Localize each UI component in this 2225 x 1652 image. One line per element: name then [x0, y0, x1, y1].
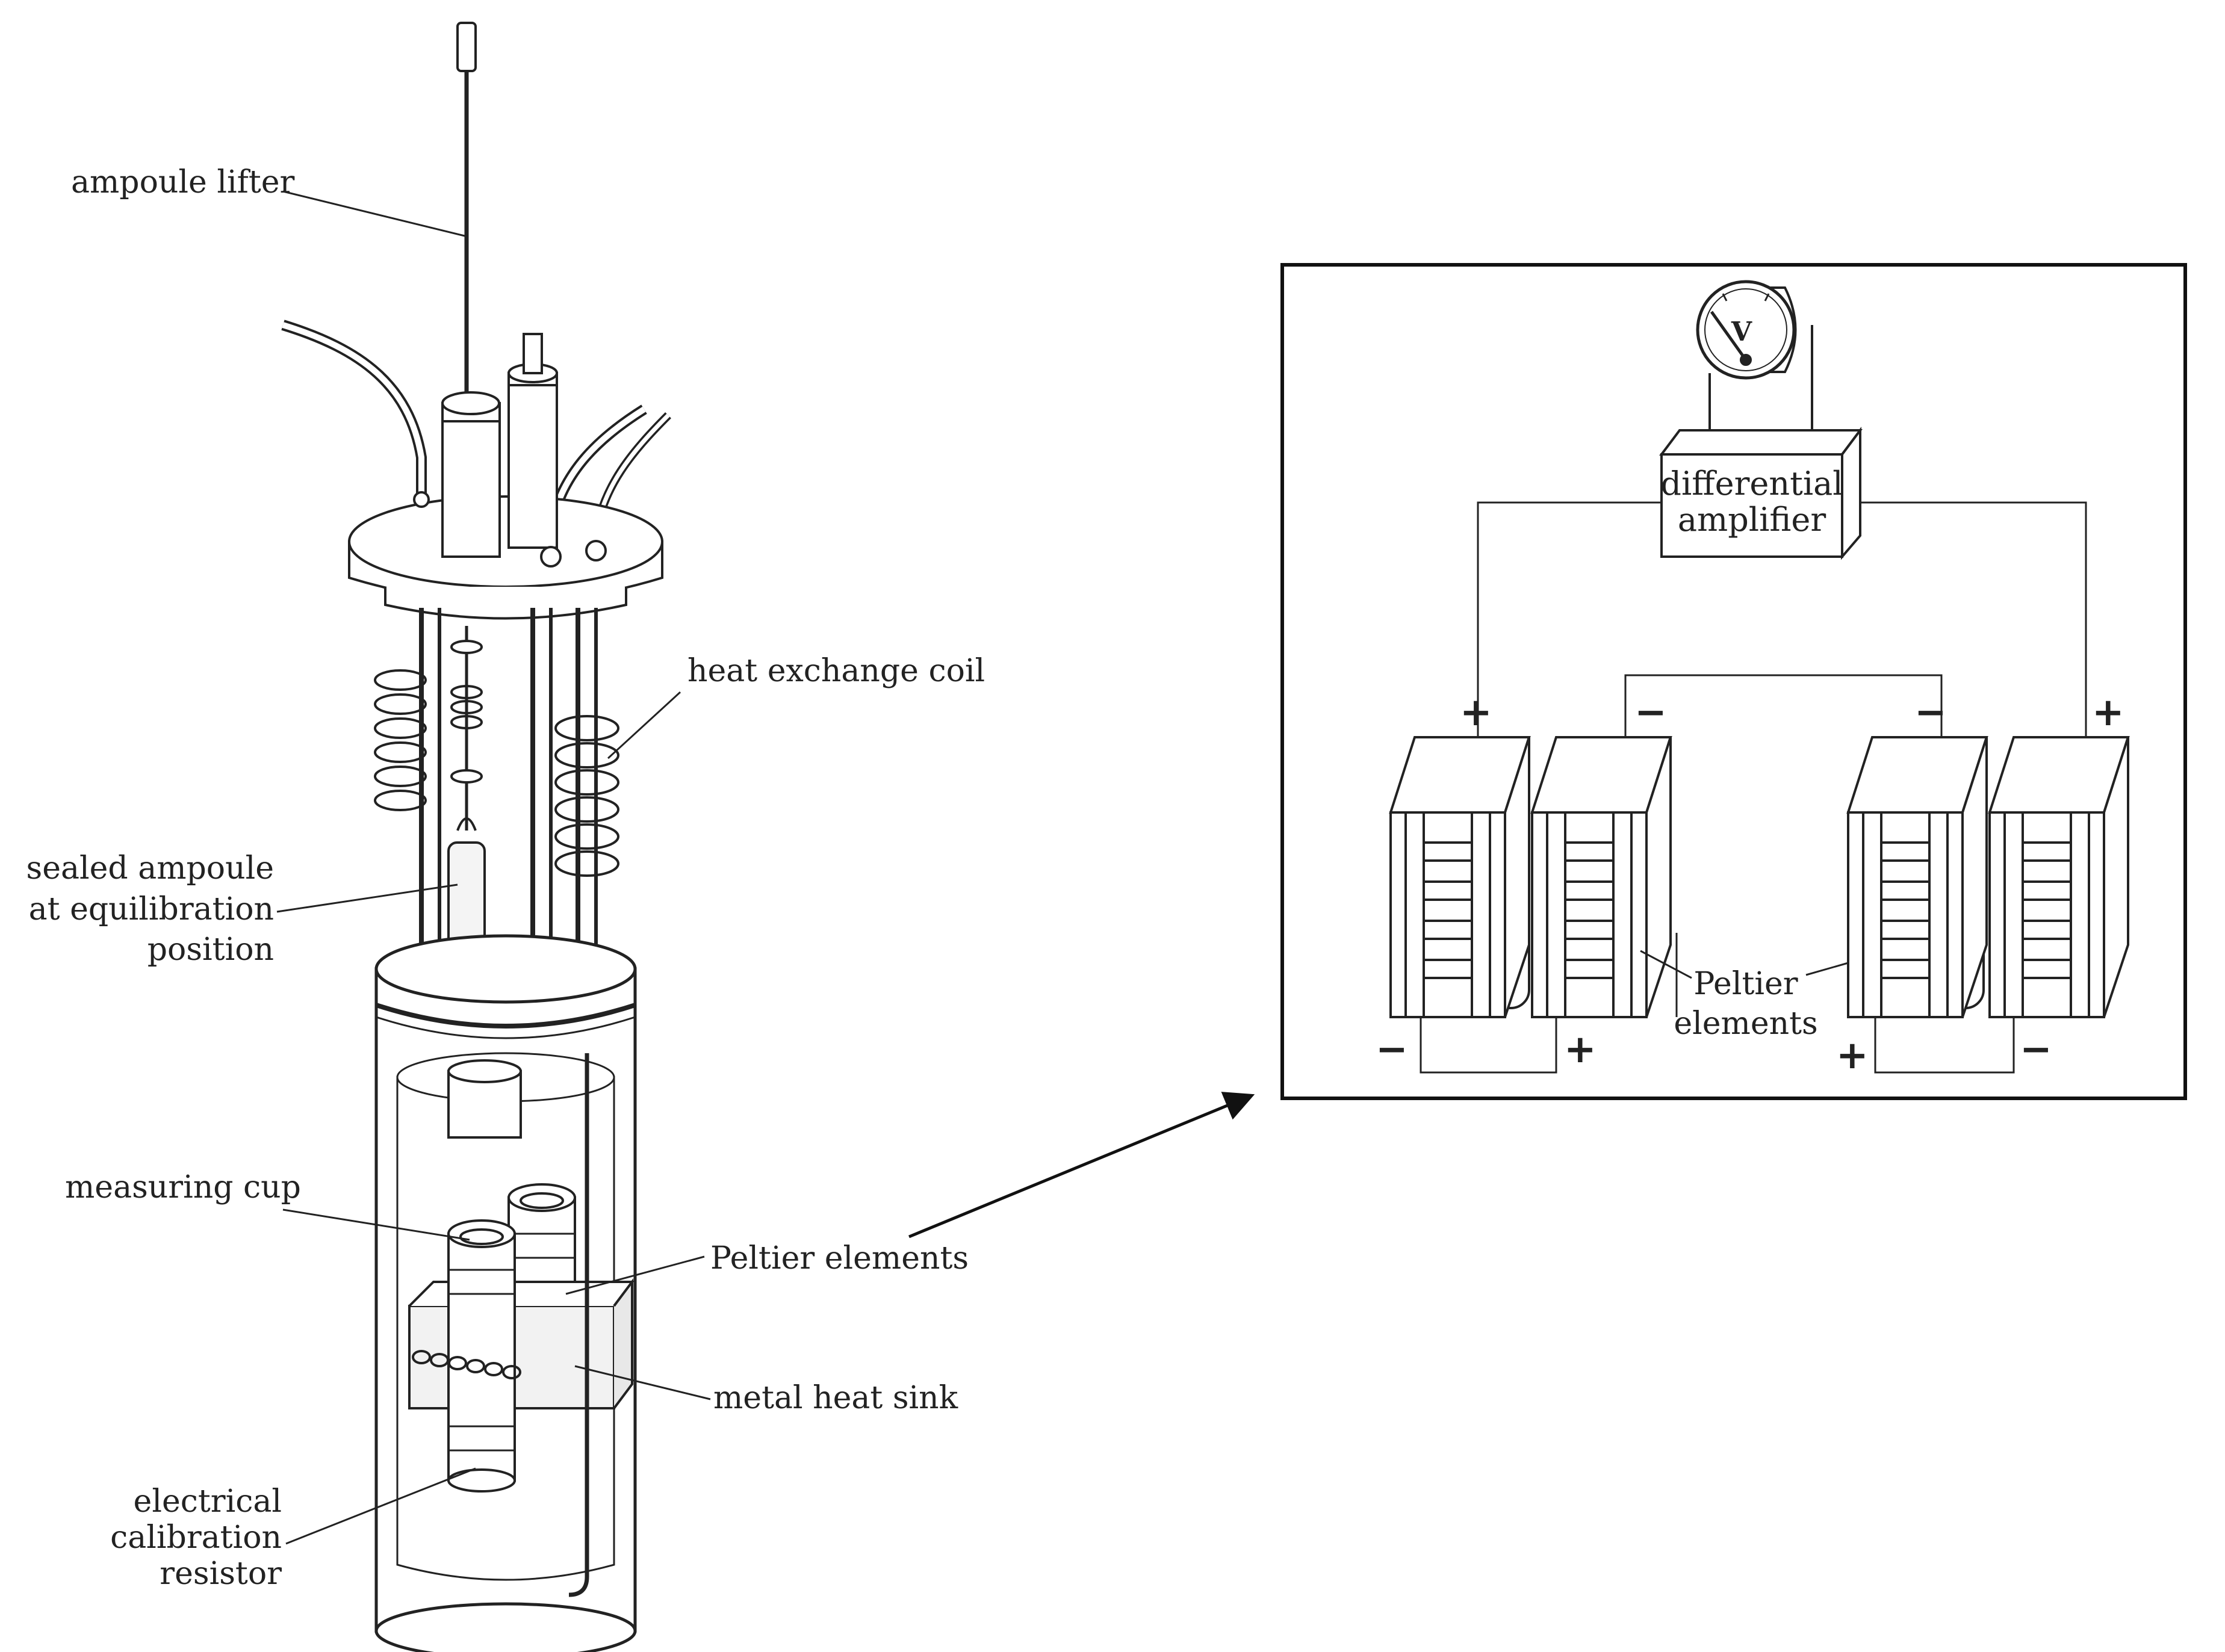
- differential-amplifier: [1659, 427, 1863, 560]
- inset-peltier-label-line2: elements: [1674, 1006, 1817, 1042]
- wire-amp-right: [1860, 501, 2087, 737]
- lifter-column-top: [441, 391, 500, 415]
- canister-top: [374, 934, 637, 1004]
- label-sealed-ampoule-line2: at equilibration: [29, 891, 274, 927]
- label-ampoule-lifter: ampoule lifter: [71, 164, 295, 200]
- flange-bolt: [413, 491, 430, 508]
- flange-fitting-1: [540, 546, 562, 568]
- circuit-inset: V differential amplifier: [1280, 263, 2187, 1100]
- inset-peltier-leader-left: [1640, 950, 1692, 979]
- calorimeter-illustration: [281, 22, 671, 1652]
- wire-bottom-right: [1874, 1017, 2015, 1074]
- sign-bottom-right-plus: +: [1836, 1033, 1869, 1078]
- amplifier-label-line2: amplifier: [1678, 501, 1826, 539]
- label-metal-heat-sink: metal heat sink: [713, 1380, 958, 1416]
- calorimeter-labels: ampoule lifter heat exchange coil sealed…: [26, 164, 985, 1592]
- peltier-module-1: [1389, 736, 1531, 1018]
- circuit-wiring: [1420, 501, 2087, 1074]
- peltier-pair-left: [1389, 736, 1672, 1018]
- tube-left: [281, 320, 427, 493]
- leader-ampoule-lifter: [282, 190, 465, 237]
- label-calibration-resistor-line1: electrical: [134, 1483, 282, 1520]
- leader-lines: [276, 190, 711, 1545]
- sign-top-mid-right: −: [1914, 690, 1947, 735]
- side-column-knob: [523, 333, 543, 374]
- leader-heat-exchange-coil: [607, 691, 681, 759]
- flange-collar: [384, 587, 627, 620]
- label-sealed-ampoule-line1: sealed ampoule: [26, 850, 274, 886]
- sign-top-right: +: [2092, 690, 2124, 735]
- sign-bottom-left-plus: +: [1564, 1027, 1597, 1072]
- canister-seal-ring: [375, 1003, 636, 1029]
- wire-bottom-left: [1420, 1017, 1557, 1074]
- return-pipe: [568, 1053, 589, 1597]
- lifter-column-front: [441, 420, 501, 558]
- lifter-knob: [456, 22, 477, 72]
- leader-sealed-ampoule: [276, 883, 458, 913]
- inset-peltier-leader-right: [1805, 962, 1849, 976]
- side-column-front: [507, 384, 558, 549]
- right-coil: [554, 715, 619, 877]
- left-coil: [374, 669, 427, 811]
- wire-amp-left: [1477, 501, 1662, 737]
- sign-top-left: +: [1460, 690, 1492, 735]
- calibration-resistor-coil: [412, 1350, 521, 1379]
- peltier-pair-right: [1846, 736, 2130, 1018]
- inset-peltier-label-line1: Peltier: [1693, 966, 1798, 1002]
- leader-peltier-elements: [565, 1255, 705, 1295]
- peltier-module-4: [1988, 736, 2130, 1018]
- leader-metal-heat-sink: [574, 1365, 711, 1400]
- measuring-cup-front: [447, 1219, 516, 1493]
- leader-calibration-resistor: [285, 1467, 476, 1545]
- label-measuring-cup: measuring cup: [65, 1169, 301, 1205]
- sign-bottom-right-minus: −: [2020, 1027, 2052, 1072]
- peltier-module-2: [1530, 736, 1672, 1018]
- label-sealed-ampoule-line3: position: [147, 932, 274, 968]
- voltmeter-needle: [1710, 311, 1748, 361]
- sign-bottom-left-minus: −: [1376, 1027, 1408, 1072]
- leader-measuring-cup: [282, 1208, 470, 1241]
- label-calibration-resistor-line3: resistor: [160, 1556, 282, 1592]
- peltier-module-3: [1846, 736, 1988, 1018]
- sign-top-mid-left: −: [1634, 690, 1667, 735]
- tube-left-inner: [282, 322, 424, 493]
- flange-fitting-2: [585, 540, 607, 561]
- label-heat-exchange-coil: heat exchange coil: [687, 653, 985, 689]
- canister-bottom: [374, 1602, 637, 1652]
- voltmeter-symbol: V: [1731, 317, 1752, 347]
- wire-middle: [1624, 674, 1943, 737]
- arrow-to-inset: [908, 1092, 1255, 1239]
- label-peltier-elements: Peltier elements: [710, 1240, 969, 1276]
- voltmeter: [1696, 280, 1813, 433]
- label-calibration-resistor-line2: calibration: [110, 1520, 282, 1556]
- amplifier-label-line1: differential: [1660, 465, 1843, 503]
- top-flange-face: [348, 495, 663, 588]
